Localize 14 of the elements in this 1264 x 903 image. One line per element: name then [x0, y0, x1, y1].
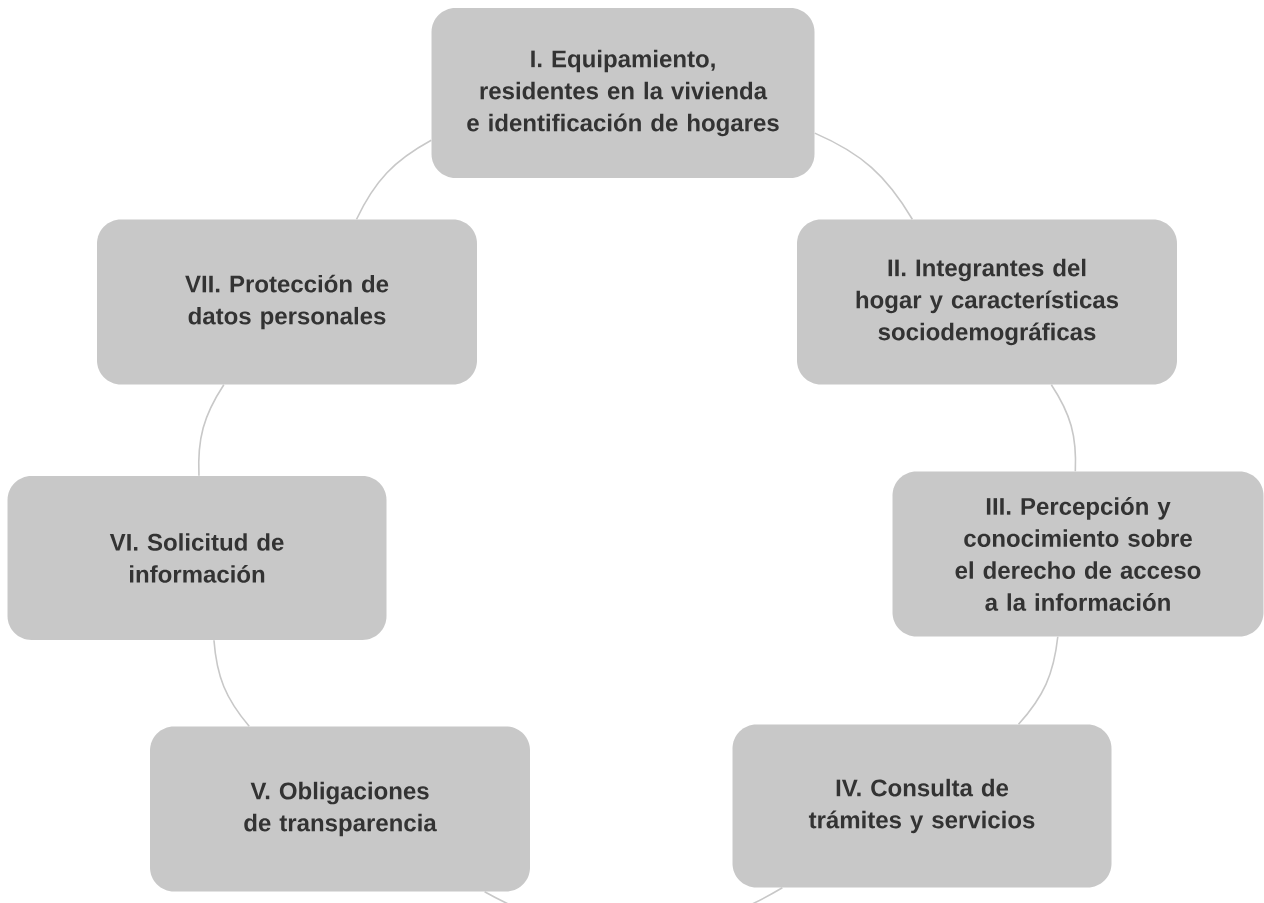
section-box: VI. Solicitud de información [7, 476, 387, 640]
connector-arc [213, 639, 250, 728]
section-box: V. Obligaciones de transparencia [150, 726, 530, 892]
connector-arc [355, 139, 433, 221]
section-box: VII. Protección de datos personales [97, 219, 477, 385]
connector-arc [1017, 635, 1059, 726]
section-box: III. Percepción y conocimiento sobre el derecho de acceso a la información [892, 471, 1264, 637]
section-box: II. Integrantes del hogar y características sociodemográficas [797, 219, 1177, 385]
connector-arc [1050, 383, 1077, 473]
connector-arc [483, 886, 784, 903]
section-box: IV. Consulta de trámites y servicios [732, 724, 1112, 888]
section-box: I. Equipamiento, residentes en la vivienda e identificación de hogares [431, 8, 815, 178]
connector-arc [197, 383, 225, 477]
connector-arc [813, 132, 914, 221]
